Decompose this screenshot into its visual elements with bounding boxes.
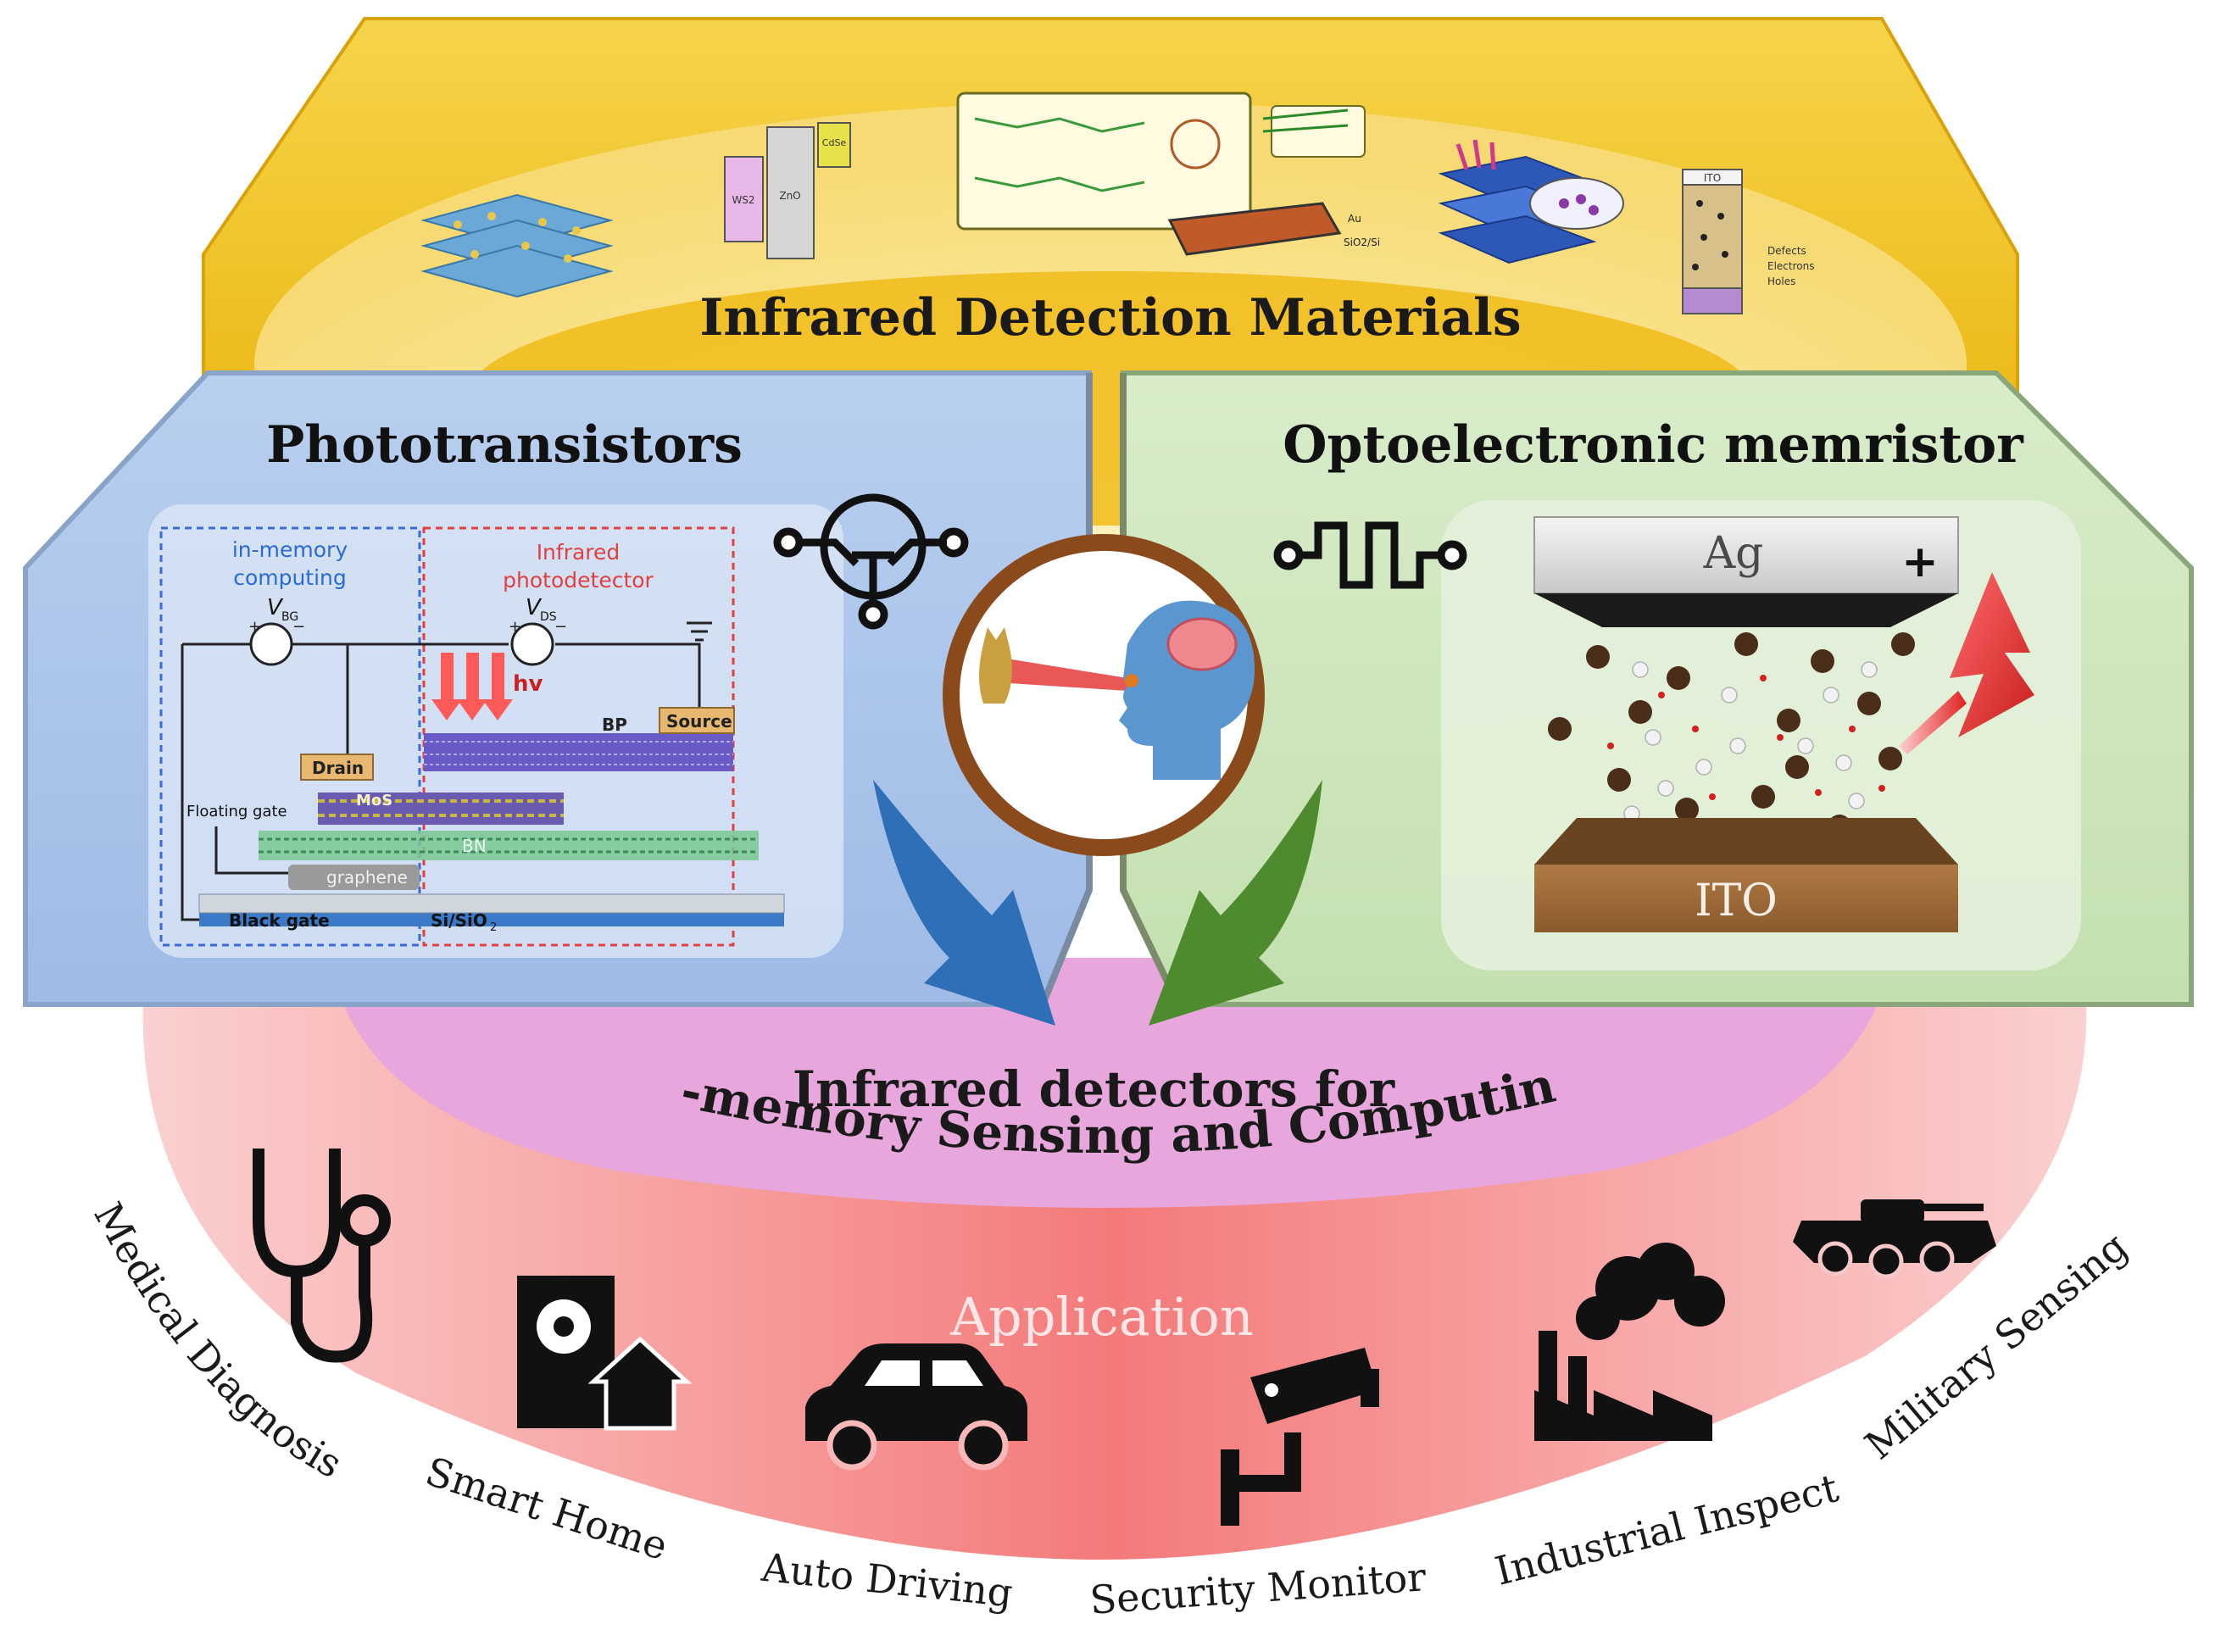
svg-text:WS2: WS2 bbox=[732, 194, 754, 206]
left-panel-title: Phototransistors bbox=[266, 415, 743, 475]
bn-layer bbox=[259, 831, 759, 860]
svg-text:−: − bbox=[554, 618, 567, 636]
svg-text:Infrared: Infrared bbox=[537, 540, 621, 565]
cat-icon bbox=[979, 627, 1012, 704]
svg-text:Au: Au bbox=[1348, 213, 1361, 225]
svg-text:V: V bbox=[267, 595, 284, 620]
svg-text:in-memory: in-memory bbox=[232, 537, 348, 562]
brain-icon bbox=[1166, 617, 1238, 671]
inset-layered-crystal bbox=[420, 193, 614, 298]
app-label-security-monitor: Security Monitor bbox=[1088, 1554, 1428, 1623]
inset-stacked-device bbox=[1438, 139, 1624, 264]
svg-text:Holes: Holes bbox=[1767, 275, 1795, 287]
transistor-symbol-icon bbox=[773, 493, 969, 630]
svg-text:Electrons: Electrons bbox=[1767, 260, 1814, 272]
security-camera-icon bbox=[1221, 1348, 1379, 1526]
arrow-green-icon bbox=[1149, 780, 1322, 1026]
graphene-layer bbox=[288, 865, 420, 890]
svg-text:MoS: MoS bbox=[356, 792, 392, 809]
right-panel: Optoelectronic memristor Ag + bbox=[1120, 370, 2194, 1007]
svg-text:Black gate: Black gate bbox=[229, 910, 330, 931]
ito-electrode-top bbox=[1534, 818, 1958, 865]
eye-brain-circle bbox=[943, 534, 1265, 856]
svg-text:BG: BG bbox=[281, 610, 298, 624]
vbg-source-icon bbox=[249, 622, 293, 666]
drain-electrode bbox=[300, 754, 374, 781]
svg-text:−: − bbox=[292, 618, 305, 636]
vds-source-icon bbox=[510, 622, 554, 666]
svg-text:ZnO: ZnO bbox=[779, 190, 800, 202]
inset-chip: Au SiO2/Si bbox=[1167, 202, 1380, 256]
svg-text:computing: computing bbox=[233, 565, 347, 590]
substrate-layer bbox=[199, 911, 784, 926]
top-panel-title: Infrared Detection Materials bbox=[699, 288, 1521, 348]
inset-ito-column: ITO Defects Electrons Holes bbox=[1682, 169, 1814, 314]
hv-light-arrows bbox=[431, 653, 513, 720]
center-title-line1: Infrared detectors for bbox=[793, 1060, 1396, 1118]
svg-text:ITO: ITO bbox=[1704, 172, 1721, 184]
svg-text:+: + bbox=[248, 618, 261, 636]
memristor-symbol-icon bbox=[1273, 521, 1467, 589]
svg-text:Defects: Defects bbox=[1767, 245, 1806, 257]
factory-icon bbox=[1534, 1243, 1725, 1441]
left-panel: Phototransistors in-memory computing Inf… bbox=[23, 370, 1093, 1007]
svg-text:ITO: ITO bbox=[1695, 876, 1778, 926]
light-bolt-icon bbox=[1950, 572, 2034, 737]
inset-band-diagram: WS2 ZnO CdSe bbox=[724, 122, 851, 259]
inset-molecular-schematic bbox=[956, 92, 1366, 231]
svg-text:Drain: Drain bbox=[312, 758, 364, 778]
source-electrode bbox=[659, 707, 735, 734]
svg-text:CdSe: CdSe bbox=[822, 137, 847, 148]
svg-text:BN: BN bbox=[462, 836, 487, 856]
center-pink-region bbox=[331, 958, 1890, 1208]
bp-layer bbox=[424, 733, 733, 771]
svg-text:Ag: Ag bbox=[1703, 528, 1764, 579]
smart-home-icon bbox=[517, 1276, 693, 1431]
right-panel-title: Optoelectronic memristor bbox=[1283, 415, 2024, 475]
svg-text:2: 2 bbox=[490, 921, 497, 934]
svg-text:Floating gate: Floating gate bbox=[186, 803, 287, 820]
svg-text:photodetector: photodetector bbox=[503, 568, 654, 592]
armored-vehicle-icon bbox=[1793, 1199, 1996, 1279]
svg-text:Si/SiO: Si/SiO bbox=[431, 910, 487, 931]
app-label-auto-driving: Auto Driving bbox=[759, 1544, 1015, 1616]
application-label: Application bbox=[949, 1286, 1254, 1348]
svg-text:Source: Source bbox=[666, 711, 732, 731]
svg-text:BP: BP bbox=[602, 715, 627, 735]
ito-electrode bbox=[1534, 865, 1958, 932]
svg-text:V: V bbox=[526, 595, 543, 620]
svg-text:+: + bbox=[509, 618, 521, 636]
svg-text:graphene: graphene bbox=[326, 867, 408, 887]
stethoscope-icon bbox=[253, 1149, 391, 1363]
arrow-blue-icon bbox=[873, 780, 1055, 1026]
svg-text:+: + bbox=[1901, 537, 1939, 587]
car-icon bbox=[805, 1343, 1027, 1471]
in-memory-computing-box bbox=[159, 526, 421, 947]
svg-text:SiO2/Si: SiO2/Si bbox=[1344, 236, 1380, 248]
svg-text:hv: hv bbox=[513, 671, 543, 697]
mos2-layer bbox=[318, 793, 564, 825]
infrared-photodetector-box bbox=[422, 526, 735, 947]
svg-text:DS: DS bbox=[540, 610, 557, 624]
